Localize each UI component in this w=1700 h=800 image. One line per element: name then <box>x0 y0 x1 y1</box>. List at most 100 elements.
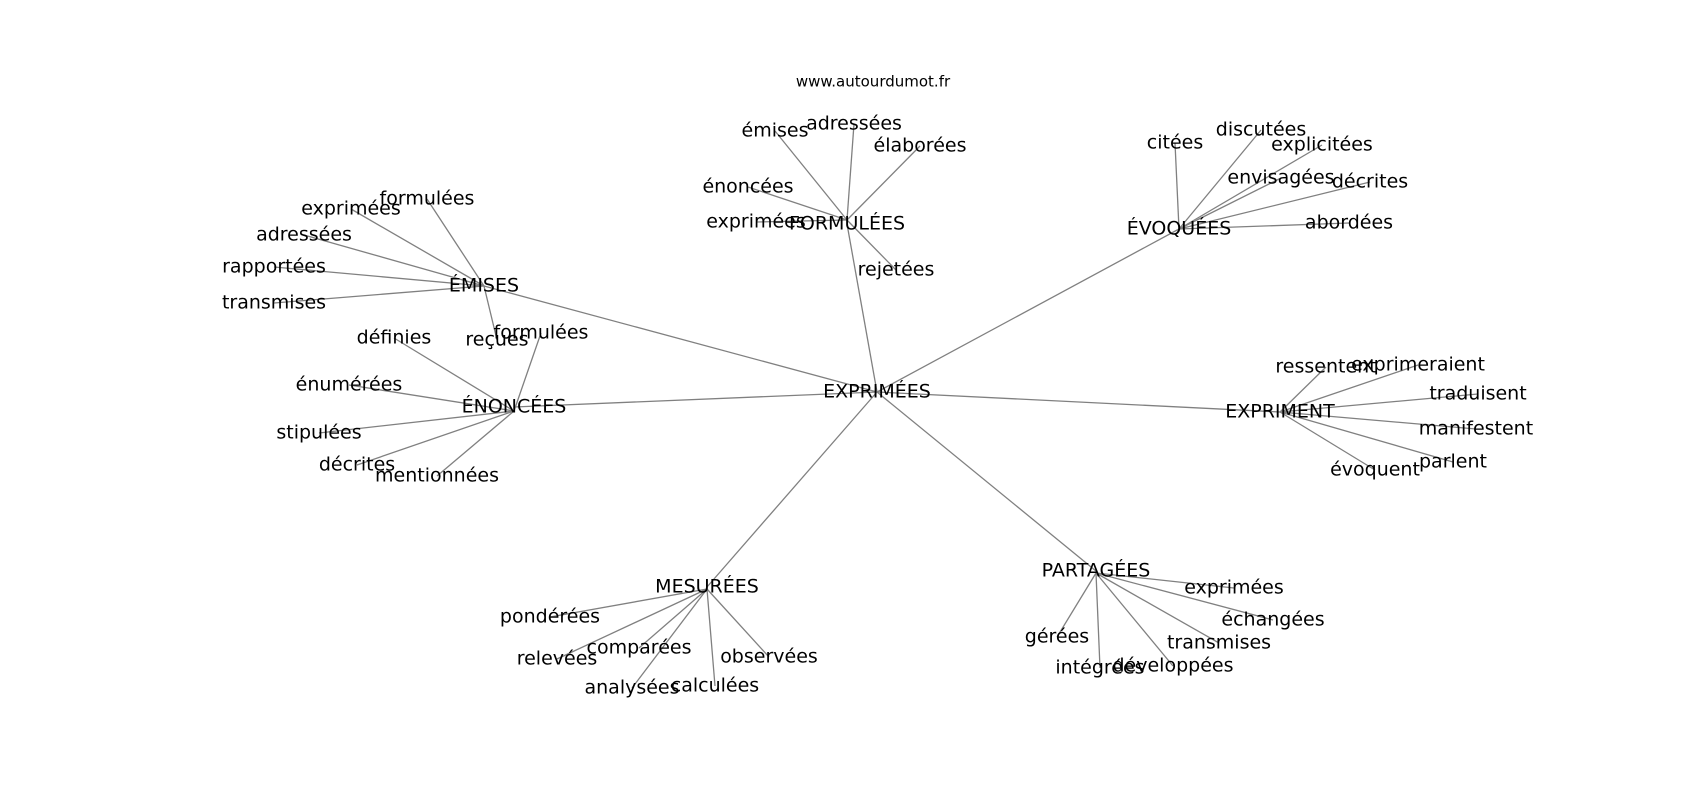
edge-hub-to-leaf <box>1095 572 1220 644</box>
hub-word[interactable]: ÉVOQUÉES <box>1127 217 1232 240</box>
edge-hub-to-leaf <box>436 410 515 477</box>
edge-hub-to-leaf <box>1178 144 1323 230</box>
edge-hub-to-leaf <box>1178 129 1262 230</box>
leaf-word[interactable]: calculées <box>671 675 759 697</box>
labels: www.autourdumot.fr EXPRIMÉES ÉMISES formul… <box>222 73 1533 699</box>
edge-hub-to-leaf <box>549 588 708 618</box>
leaf-word[interactable]: mentionnées <box>375 465 499 487</box>
edge-center-to-hub <box>876 228 1180 393</box>
leaf-word[interactable]: abordées <box>1305 212 1393 234</box>
edge-hub-to-leaf <box>350 208 485 287</box>
hub-word[interactable]: FORMULÉES <box>789 212 905 235</box>
hub-word[interactable]: ÉMISES <box>449 274 519 297</box>
edge-hub-to-leaf <box>1056 572 1097 638</box>
leaf-word[interactable]: énoncées <box>702 176 793 198</box>
edge-hub-to-leaf <box>1095 572 1274 621</box>
edge-hub-to-leaf <box>1279 411 1454 463</box>
edge-hub-to-leaf <box>273 266 485 287</box>
leaf-word[interactable]: discutées <box>1216 119 1306 141</box>
hub-word[interactable]: EXPRIMENT <box>1225 401 1335 423</box>
leaf-word[interactable]: décrites <box>319 454 395 476</box>
leaf-word[interactable]: comparées <box>587 637 692 659</box>
edge-hub-to-leaf <box>1279 411 1376 471</box>
leaf-word[interactable]: exprimées <box>301 198 401 220</box>
leaf-word[interactable]: exprimeraient <box>1351 354 1485 376</box>
leaf-word[interactable]: développées <box>1113 655 1234 677</box>
edge-center-to-hub <box>876 391 1281 413</box>
leaf-word[interactable]: gérées <box>1025 626 1089 648</box>
leaf-word[interactable]: reçues <box>465 329 528 351</box>
edge-hub-to-leaf <box>846 219 897 271</box>
leaf-word[interactable]: relevées <box>517 648 598 670</box>
leaf-word[interactable]: exprimées <box>1184 577 1284 599</box>
edges <box>273 123 1479 689</box>
hub-word[interactable]: ÉNONCÉES <box>462 395 567 418</box>
edge-hub-to-leaf <box>1279 393 1479 413</box>
edge-hub-to-leaf <box>273 285 485 304</box>
edge-hub-to-leaf <box>426 198 485 287</box>
leaf-word[interactable]: pondérées <box>500 606 600 628</box>
edge-hub-to-leaf <box>303 234 485 287</box>
hub-word[interactable]: MESURÉES <box>655 575 759 598</box>
edge-hub-to-leaf <box>513 332 542 412</box>
edge-center-to-hub <box>876 391 1097 572</box>
edge-hub-to-leaf <box>846 123 855 221</box>
edge-hub-to-leaf <box>706 588 716 687</box>
center-word[interactable]: EXPRIMÉES <box>823 380 931 403</box>
leaf-word[interactable]: traduisent <box>1429 383 1526 405</box>
edge-hub-to-leaf <box>1178 181 1371 230</box>
edge-hub-to-leaf <box>706 588 770 658</box>
hub-word[interactable]: PARTAGÉES <box>1042 559 1151 582</box>
leaf-word[interactable]: manifestent <box>1419 418 1533 440</box>
leaf-word[interactable]: exprimées <box>706 211 806 233</box>
edge-hub-to-leaf <box>846 145 921 221</box>
leaf-word[interactable]: analysées <box>584 677 679 699</box>
edge-hub-to-leaf <box>483 285 498 341</box>
leaf-word[interactable]: décrites <box>1332 171 1408 193</box>
leaf-word[interactable]: élaborées <box>874 135 967 157</box>
leaf-word[interactable]: adressées <box>256 224 352 246</box>
edge-center-to-hub <box>513 391 878 408</box>
edge-hub-to-leaf <box>638 588 708 649</box>
edge-hub-to-leaf <box>556 588 708 660</box>
leaf-word[interactable]: citées <box>1147 132 1203 154</box>
leaf-word[interactable]: échangées <box>1221 609 1324 631</box>
edge-hub-to-leaf <box>1178 177 1282 230</box>
edge-hub-to-leaf <box>755 219 848 223</box>
leaf-word[interactable]: définies <box>357 327 432 349</box>
edge-hub-to-leaf <box>1178 222 1350 230</box>
leaf-word[interactable]: envisagées <box>1227 167 1334 189</box>
leaf-word[interactable]: émises <box>742 120 809 142</box>
leaf-word[interactable]: parlent <box>1419 451 1487 473</box>
leaf-word[interactable]: transmises <box>1167 632 1271 654</box>
leaf-word[interactable]: ressentent <box>1275 356 1376 378</box>
leaf-word[interactable]: rapportées <box>222 256 326 278</box>
leaf-word[interactable]: rejetées <box>858 259 935 281</box>
leaf-word[interactable]: observées <box>720 646 818 668</box>
leaf-word[interactable]: explicitées <box>1271 134 1373 156</box>
edge-center-to-hub <box>483 285 878 393</box>
edge-hub-to-leaf <box>348 384 515 412</box>
leaf-word[interactable]: adressées <box>806 113 902 135</box>
edge-hub-to-leaf <box>1095 572 1174 667</box>
leaf-word[interactable]: formulées <box>380 188 475 210</box>
edge-hub-to-leaf <box>356 410 515 466</box>
edge-center-to-hub <box>846 223 878 393</box>
leaf-word[interactable]: transmises <box>222 292 326 314</box>
edge-hub-to-leaf <box>393 337 515 412</box>
edge-hub-to-leaf <box>1174 142 1180 230</box>
edge-hub-to-leaf <box>1095 572 1101 669</box>
source-url[interactable]: www.autourdumot.fr <box>796 73 951 91</box>
leaf-word[interactable]: évoquent <box>1330 459 1420 481</box>
edge-hub-to-leaf <box>1095 572 1235 589</box>
edge-hub-to-leaf <box>1279 411 1477 430</box>
edge-hub-to-leaf <box>631 588 708 689</box>
leaf-word[interactable]: stipulées <box>276 422 361 444</box>
leaf-word[interactable]: énumérées <box>296 374 403 396</box>
leaf-word[interactable]: formulées <box>494 322 589 344</box>
edge-center-to-hub <box>706 391 878 588</box>
edge-hub-to-leaf <box>747 186 848 221</box>
leaf-word[interactable]: intégrées <box>1055 657 1144 679</box>
edge-hub-to-leaf <box>1279 364 1419 413</box>
